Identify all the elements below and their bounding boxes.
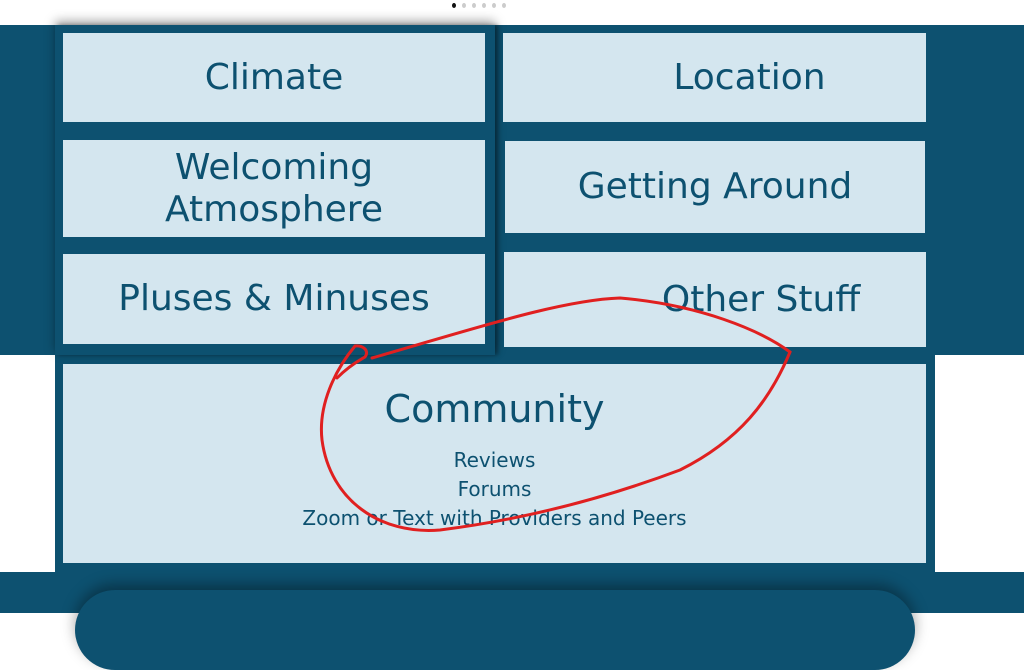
carousel-indicator — [452, 3, 506, 8]
tile-other-stuff[interactable]: Other Stuff — [504, 252, 926, 347]
tile-label: Welcoming — [174, 147, 374, 189]
tile-label: Atmosphere — [165, 188, 383, 230]
tile-welcoming-atmosphere[interactable]: Welcoming Atmosphere — [63, 140, 485, 237]
carousel-dot[interactable] — [482, 3, 486, 8]
tile-label: Pluses & Minuses — [118, 278, 430, 320]
carousel-dot[interactable] — [492, 3, 496, 8]
tile-label: Location — [673, 56, 826, 98]
tile-getting-around[interactable]: Getting Around — [505, 141, 925, 233]
carousel-dot[interactable] — [472, 3, 476, 8]
tile-pluses-minuses[interactable]: Pluses & Minuses — [63, 254, 485, 344]
community-link-forums[interactable]: Forums — [457, 476, 532, 501]
tile-community[interactable]: Community Reviews Forums Zoom or Text wi… — [63, 364, 926, 563]
tile-label: Other Stuff — [661, 278, 861, 320]
carousel-dot[interactable] — [452, 3, 456, 8]
community-link-zoom-text[interactable]: Zoom or Text with Providers and Peers — [302, 505, 687, 530]
carousel-dot[interactable] — [462, 3, 466, 8]
community-title: Community — [384, 387, 605, 431]
tile-location[interactable]: Location — [503, 33, 926, 122]
bottom-card — [75, 590, 915, 670]
tile-label: Getting Around — [577, 166, 853, 208]
carousel-dot[interactable] — [502, 3, 506, 8]
tile-climate[interactable]: Climate — [63, 33, 485, 122]
tile-label: Climate — [204, 56, 344, 98]
community-link-reviews[interactable]: Reviews — [453, 447, 536, 472]
